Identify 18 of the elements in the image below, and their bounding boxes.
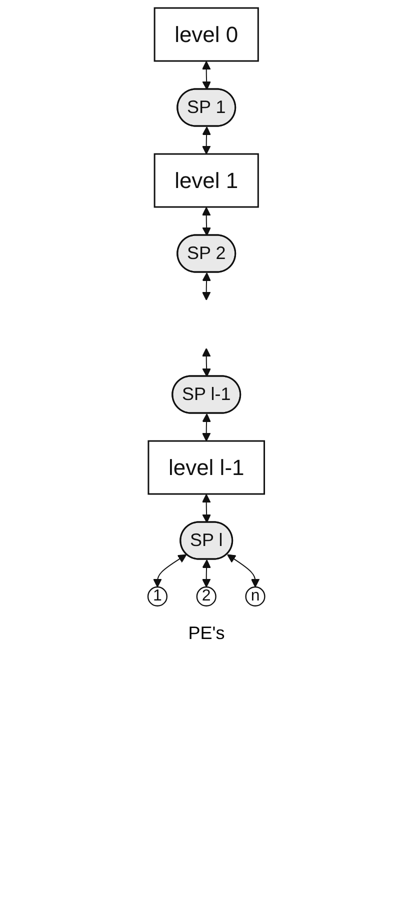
arrow — [202, 414, 212, 442]
arrow — [202, 126, 212, 154]
node-circle — [148, 586, 168, 606]
caption-label: PE's — [188, 623, 225, 644]
node-circle — [196, 586, 217, 606]
node-circle — [245, 586, 266, 606]
node-box — [148, 440, 266, 495]
diagram-drawing: level 0 SP 1 level 1 SP 2 SP l-1 level l-1 SP l 1 2 n — [140, 0, 273, 616]
arrow — [202, 348, 212, 377]
arrow — [202, 272, 212, 300]
arrow — [153, 554, 187, 588]
arrow — [202, 61, 212, 90]
arrow — [227, 554, 260, 588]
node-box — [154, 153, 260, 208]
arrow — [202, 560, 212, 588]
arrow — [202, 494, 212, 523]
node-box — [154, 7, 260, 62]
arrow — [202, 207, 212, 236]
